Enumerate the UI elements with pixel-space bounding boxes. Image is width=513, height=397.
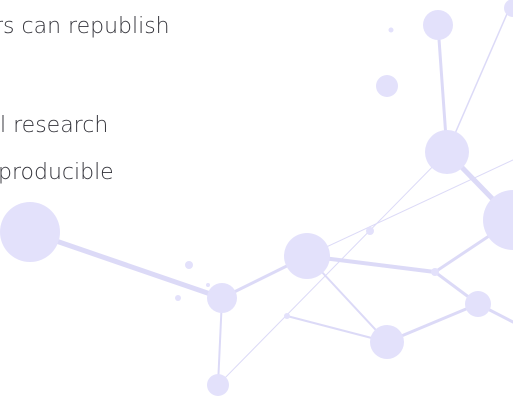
network-node [423, 10, 453, 40]
network-node [207, 374, 229, 396]
network-node [370, 325, 404, 359]
network-edges [27, 0, 513, 386]
body-text-line: rs can republish [0, 14, 170, 39]
body-text-line: producible [0, 160, 114, 185]
network-edge [286, 315, 388, 343]
network-node [185, 261, 193, 269]
network-node [504, 0, 513, 17]
network-node [376, 75, 398, 97]
network-edge [217, 151, 448, 386]
network-edge [27, 229, 225, 301]
network-node [175, 295, 181, 301]
network-edge [306, 159, 513, 257]
body-text-line: l research [0, 113, 109, 138]
network-node [207, 283, 237, 313]
network-node [388, 27, 394, 33]
network-node [483, 190, 513, 250]
network-node [0, 202, 60, 262]
network-edge [446, 0, 513, 153]
network-node [431, 268, 439, 276]
network-node [284, 313, 290, 319]
network-node [425, 130, 469, 174]
network-node [465, 291, 491, 317]
network-node [366, 227, 374, 235]
network-node [284, 233, 330, 279]
network-node [206, 283, 210, 287]
